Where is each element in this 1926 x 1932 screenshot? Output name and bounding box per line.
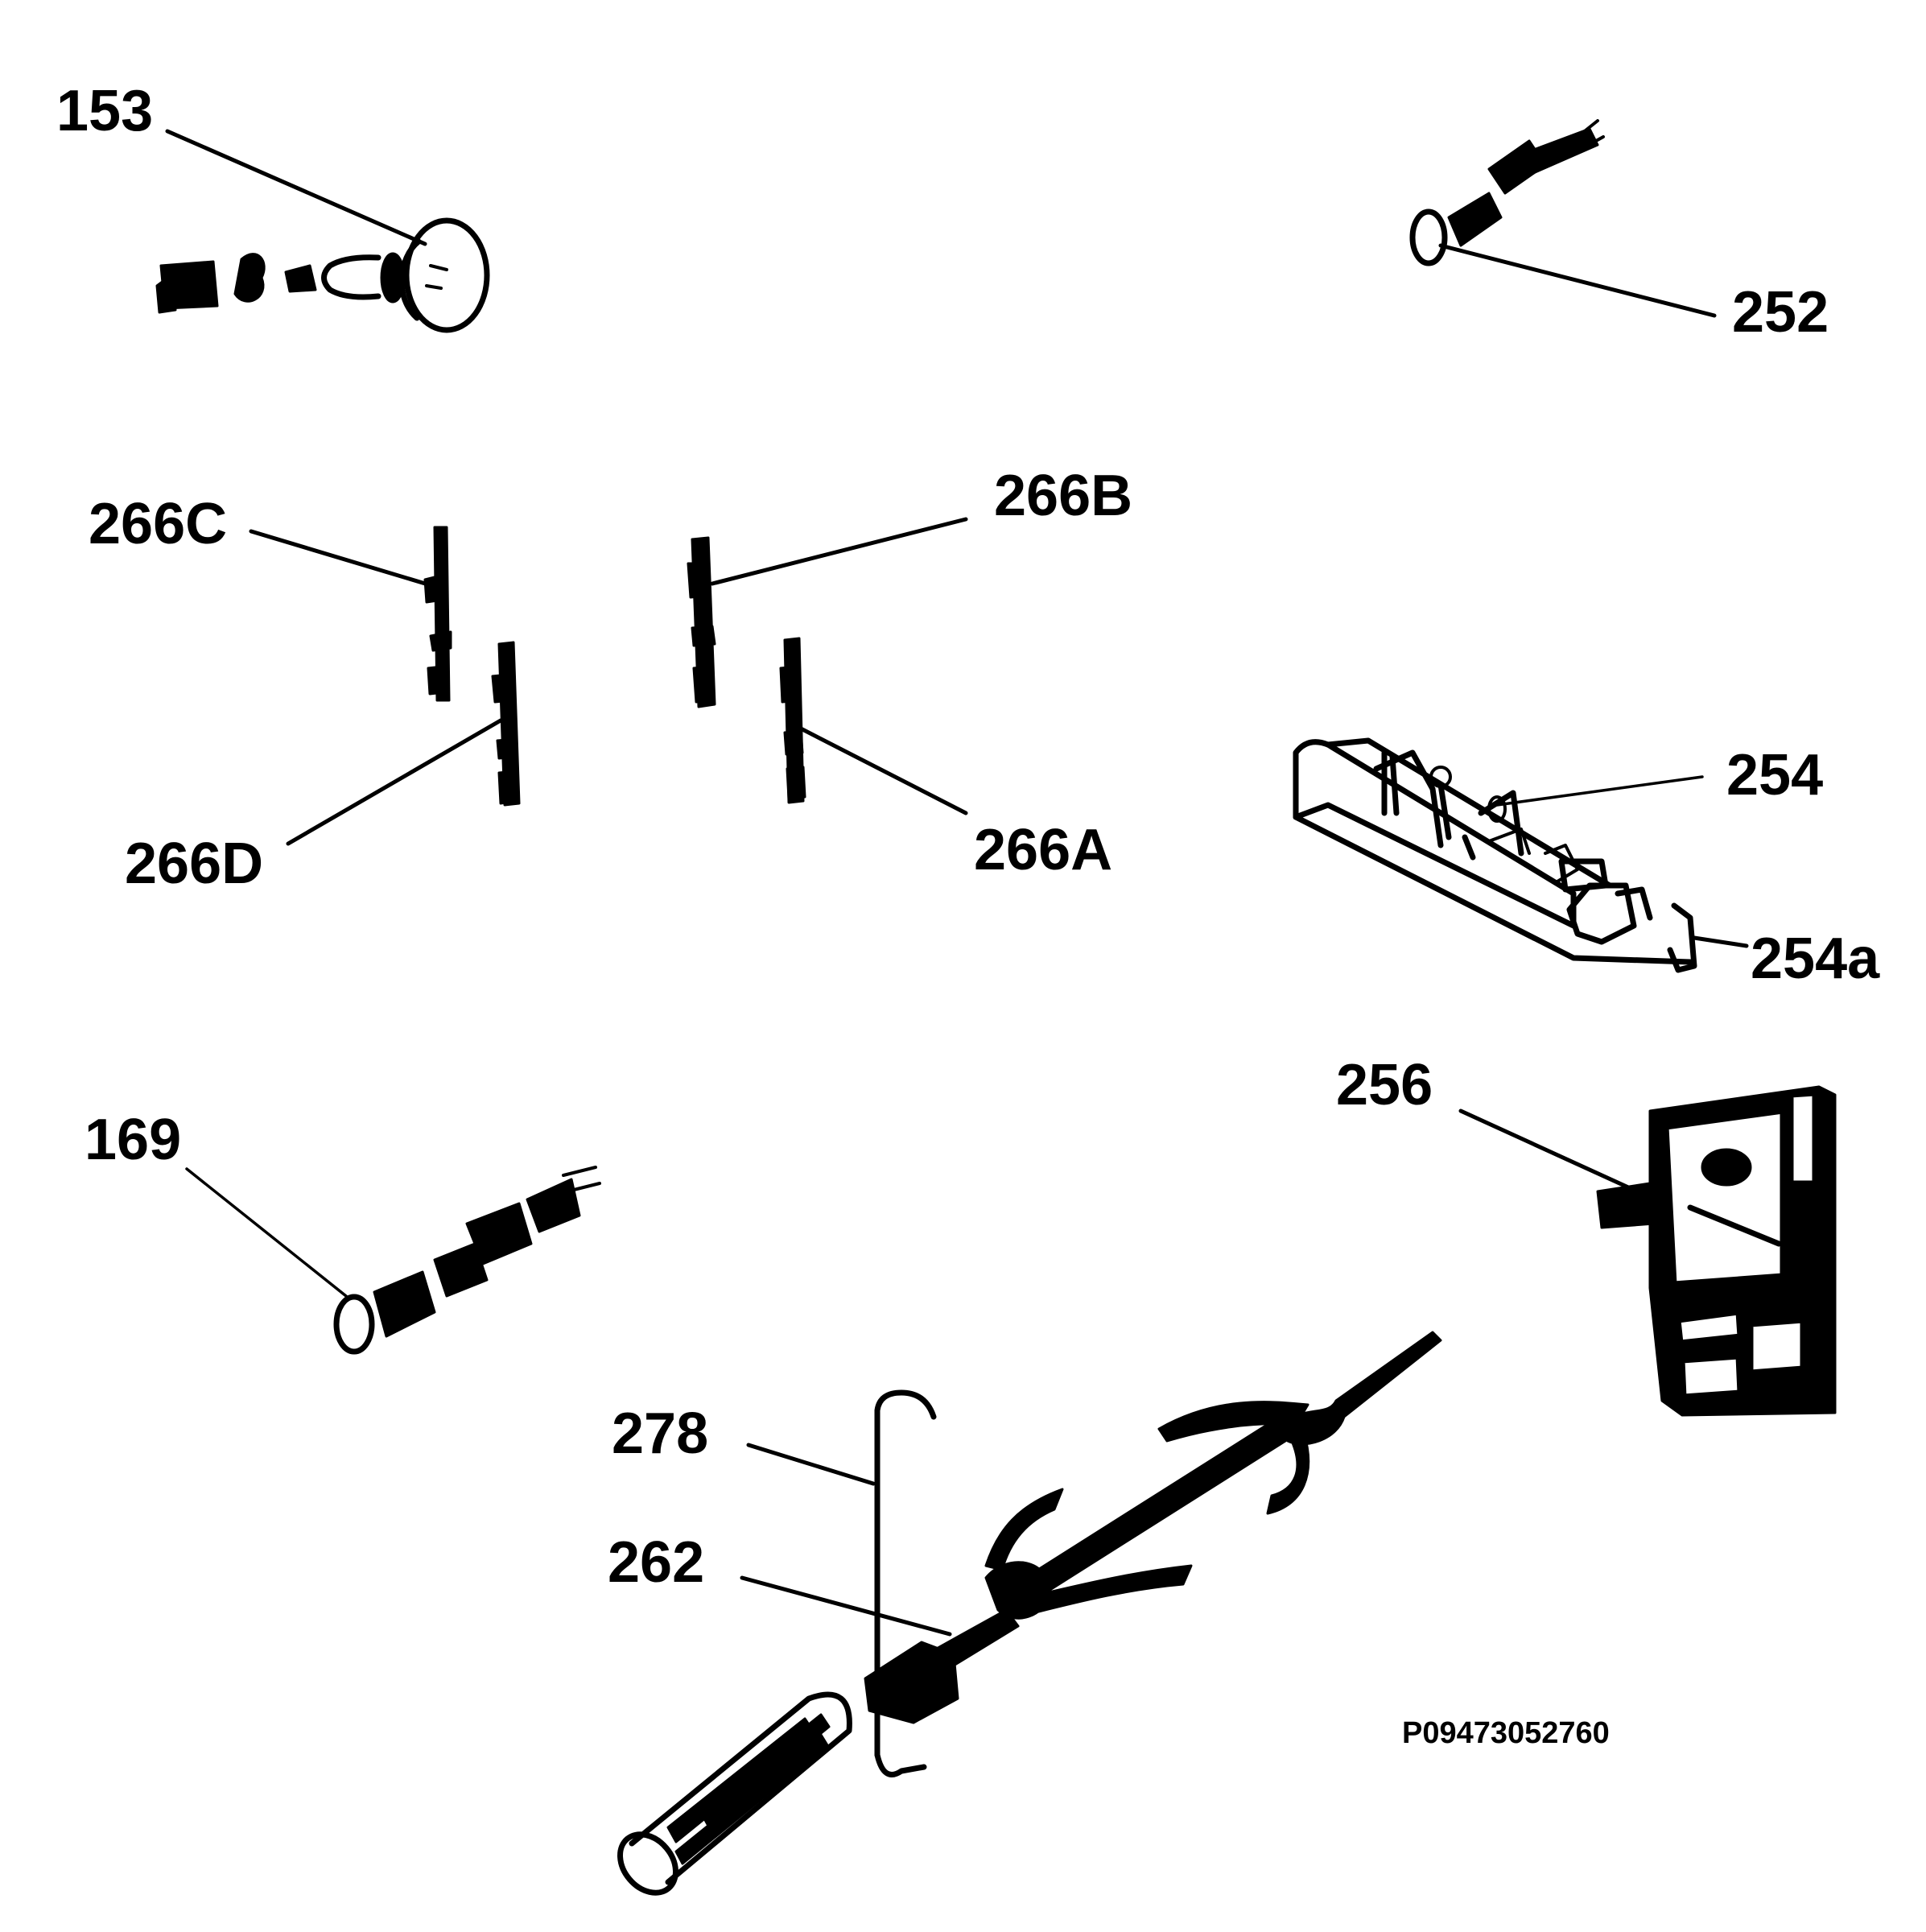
part-278-rod <box>874 1389 937 1777</box>
part-169-connector <box>333 1166 601 1355</box>
diagram-reference-code: P09473052760 <box>1402 1716 1610 1750</box>
part-254-hinge-bar <box>1293 737 1697 973</box>
label-262: 262 <box>608 1530 704 1595</box>
part-256-motor-block <box>1596 1085 1837 1417</box>
label-266C: 266C <box>89 492 227 556</box>
label-266D: 266D <box>125 832 263 896</box>
label-254: 254 <box>1726 743 1823 807</box>
leader-254 <box>1495 775 1704 807</box>
part-266D-clip <box>491 641 521 807</box>
leader-256 <box>1458 1108 1648 1198</box>
label-256: 256 <box>1336 1053 1433 1117</box>
leader-169 <box>185 1167 348 1298</box>
leader-266A <box>798 726 968 815</box>
label-266B: 266B <box>994 464 1132 528</box>
part-153-lamp-assembly <box>155 217 490 333</box>
part-252-connector <box>1409 119 1605 266</box>
part-266B-clip <box>687 536 716 708</box>
leader-266C <box>249 529 441 590</box>
label-169: 169 <box>85 1108 181 1172</box>
label-254a: 254a <box>1751 927 1880 991</box>
leader-266D <box>286 718 503 846</box>
part-266C-clip <box>423 526 452 702</box>
label-153: 153 <box>56 79 153 143</box>
leader-278 <box>746 1443 876 1486</box>
leader-252 <box>1438 243 1717 318</box>
part-262-lever-assembly <box>864 1331 1442 1724</box>
leader-254a <box>1692 935 1749 948</box>
leader-153 <box>165 129 427 246</box>
part-266A-clip <box>779 637 806 804</box>
label-266A: 266A <box>974 818 1112 882</box>
label-278: 278 <box>612 1402 708 1466</box>
leader-266B <box>710 517 968 586</box>
part-handle <box>617 1691 852 1896</box>
leader-262 <box>740 1575 952 1637</box>
label-252: 252 <box>1732 280 1829 345</box>
